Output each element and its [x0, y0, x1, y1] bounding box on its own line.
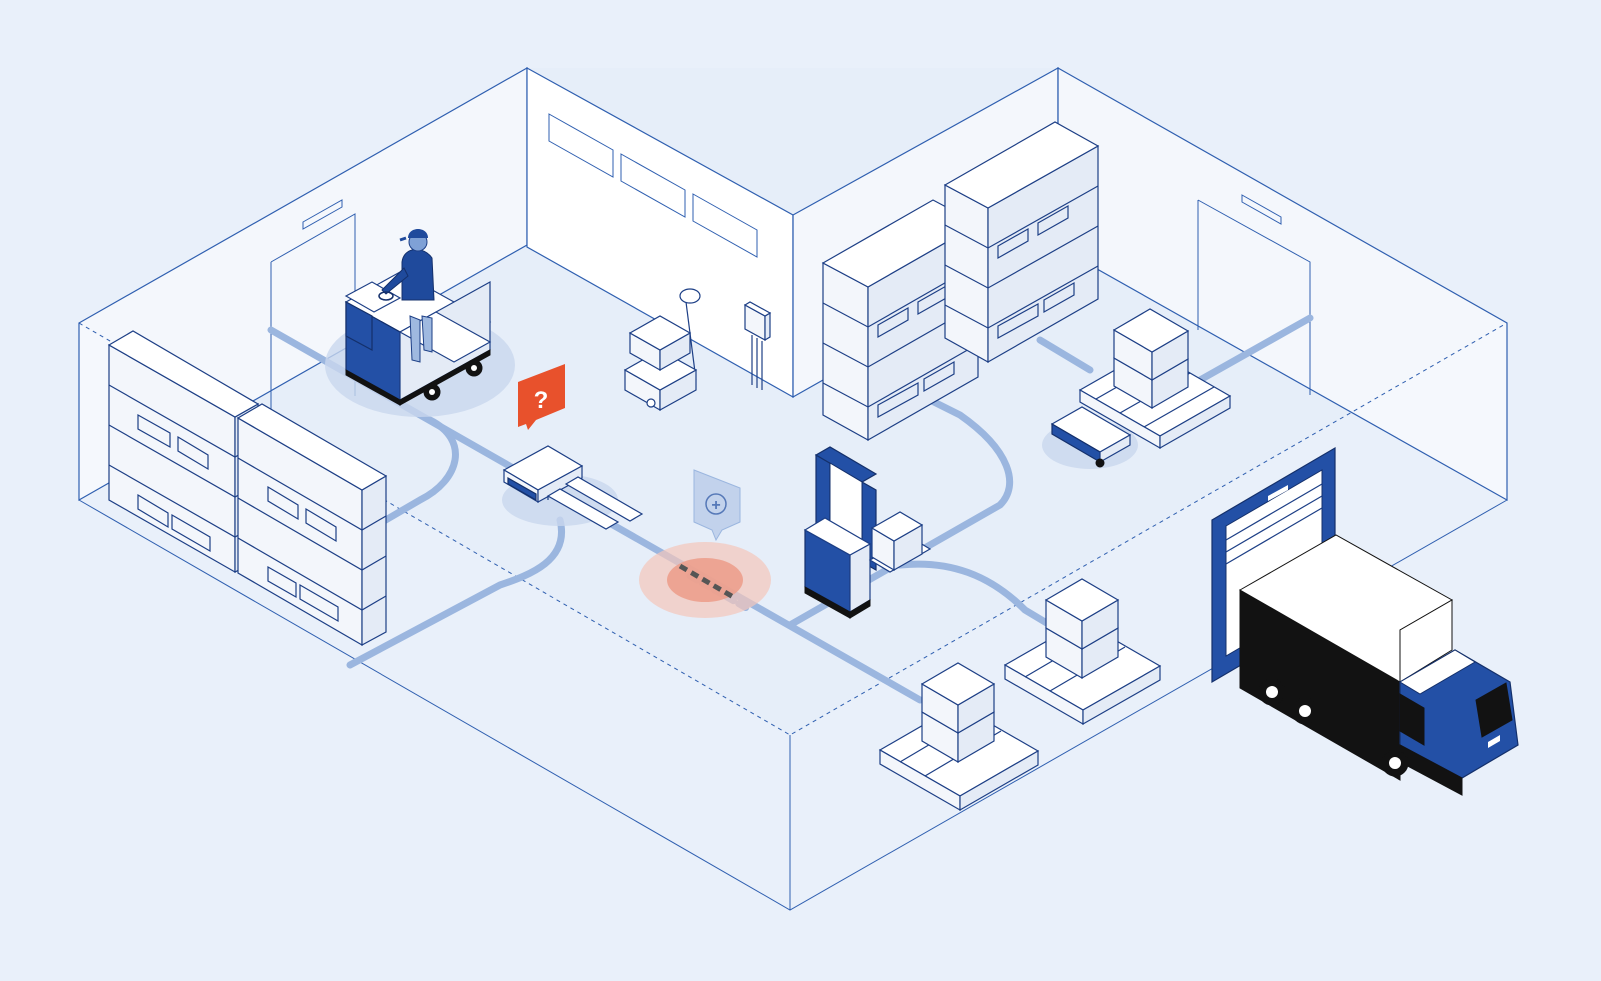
question-bubble-icon: ? [518, 364, 565, 430]
agv-carrier-robot [1050, 406, 1132, 468]
left-shelving-units [107, 330, 388, 647]
electrical-panel [743, 301, 772, 390]
route-right-upper [1036, 314, 1314, 384]
question-mark-text: ? [534, 387, 549, 414]
route-forklift-lane [786, 396, 1014, 629]
plus-sign-text: + [711, 497, 720, 514]
pallet-with-boxes-center [1003, 578, 1162, 726]
tugger-vehicle-with-operator [325, 229, 515, 417]
delivery-truck [1238, 534, 1519, 796]
route-right-lane [896, 560, 1054, 629]
pallet-with-boxes-front [878, 662, 1040, 812]
route-lower-left [346, 516, 566, 669]
agv-pallet-robot [502, 445, 644, 530]
shelf-unit-4 [943, 121, 1100, 364]
forklift-robot [803, 446, 932, 619]
hand-cart-with-boxes [623, 288, 701, 412]
route-left-branch [356, 416, 459, 539]
plus-bubble-icon: + [693, 469, 741, 542]
shelf-unit-2 [236, 403, 388, 647]
right-shelving-units [821, 121, 1100, 442]
operator-person [378, 229, 435, 363]
collision-zone [639, 542, 771, 618]
